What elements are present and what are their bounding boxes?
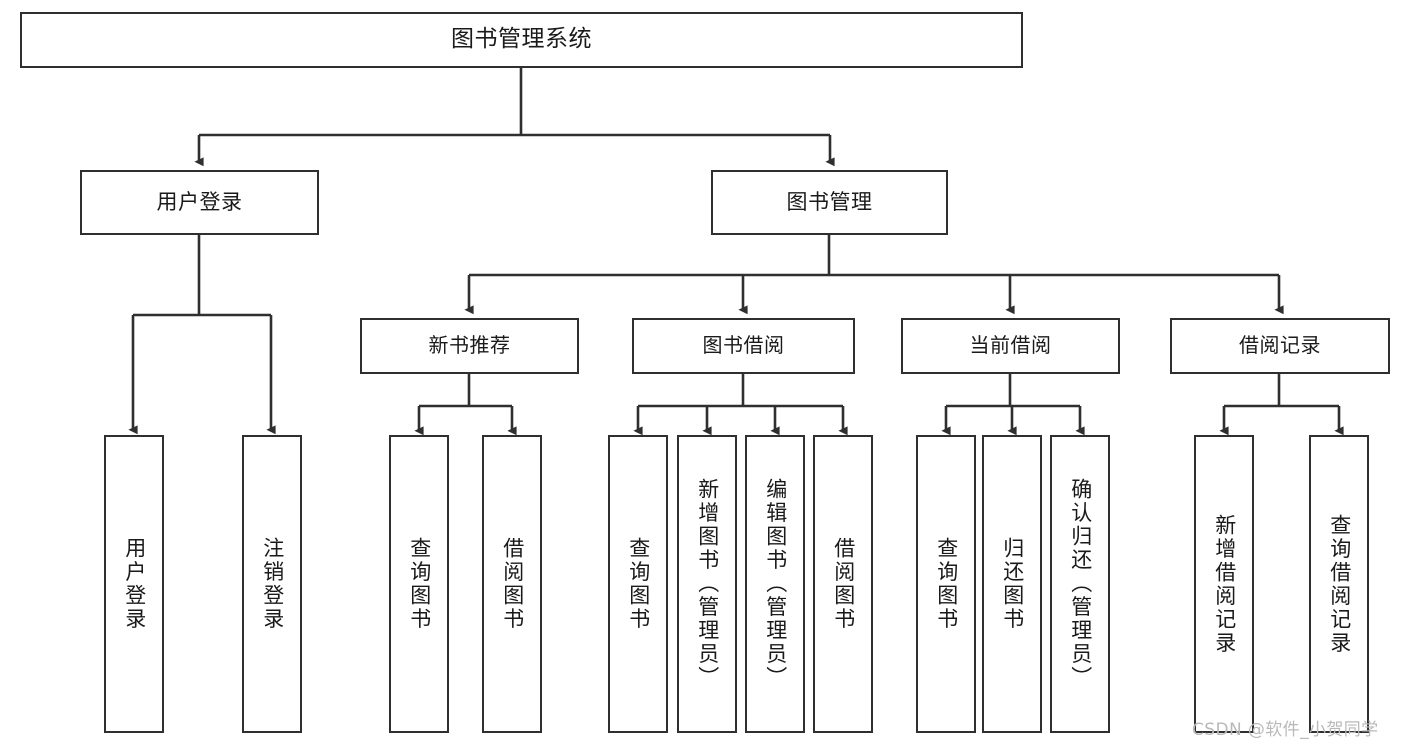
leaf-query-book-1[interactable]: 查询图书 bbox=[389, 435, 449, 733]
node-label: 注销登录 bbox=[260, 537, 285, 631]
node-book-manage[interactable]: 图书管理 bbox=[711, 170, 948, 235]
node-label: 图书管理系统 bbox=[451, 26, 592, 53]
node-label: 查询图书 bbox=[934, 537, 959, 631]
leaf-borrow-book-2[interactable]: 借阅图书 bbox=[813, 435, 873, 733]
node-label: 查询图书 bbox=[626, 537, 651, 631]
node-root-book-management-system[interactable]: 图书管理系统 bbox=[20, 12, 1023, 68]
node-label: 查询图书 bbox=[407, 537, 432, 631]
node-label: 图书借阅 bbox=[702, 333, 785, 358]
node-label: 借阅图书 bbox=[831, 537, 856, 631]
node-label: 用户登录 bbox=[122, 537, 147, 631]
node-label: 新增借阅记录 bbox=[1212, 513, 1237, 655]
node-label: 查询借阅记录 bbox=[1327, 513, 1352, 655]
leaf-query-book-2[interactable]: 查询图书 bbox=[608, 435, 668, 733]
leaf-user-login[interactable]: 用户登录 bbox=[104, 435, 164, 733]
node-borrow-record[interactable]: 借阅记录 bbox=[1170, 318, 1390, 374]
leaf-confirm-return[interactable]: 确认归还（管理员） bbox=[1050, 435, 1110, 733]
node-label: 借阅图书 bbox=[500, 537, 525, 631]
node-label: 归还图书 bbox=[1000, 537, 1025, 631]
node-user-login[interactable]: 用户登录 bbox=[80, 170, 319, 235]
leaf-edit-book[interactable]: 编辑图书（管理员） bbox=[745, 435, 805, 733]
node-label: 图书管理 bbox=[786, 190, 873, 215]
node-label: 新增图书（管理员） bbox=[695, 478, 720, 690]
node-label: 当前借阅 bbox=[969, 333, 1052, 358]
node-label: 新书推荐 bbox=[428, 333, 511, 358]
node-label: 确认归还（管理员） bbox=[1068, 478, 1093, 690]
node-new-book-recommend[interactable]: 新书推荐 bbox=[360, 318, 579, 374]
node-current-borrow[interactable]: 当前借阅 bbox=[901, 318, 1120, 374]
leaf-add-record[interactable]: 新增借阅记录 bbox=[1194, 435, 1254, 733]
leaf-query-book-3[interactable]: 查询图书 bbox=[916, 435, 976, 733]
node-label: 编辑图书（管理员） bbox=[763, 478, 788, 690]
node-label: 用户登录 bbox=[156, 190, 243, 215]
node-label: 借阅记录 bbox=[1239, 333, 1321, 358]
leaf-return-book[interactable]: 归还图书 bbox=[982, 435, 1042, 733]
leaf-query-record[interactable]: 查询借阅记录 bbox=[1309, 435, 1369, 733]
leaf-logout[interactable]: 注销登录 bbox=[242, 435, 302, 733]
leaf-add-book[interactable]: 新增图书（管理员） bbox=[677, 435, 737, 733]
csdn-watermark: CSDN @软件_小贺同学 bbox=[1192, 720, 1379, 740]
node-book-borrow[interactable]: 图书借阅 bbox=[632, 318, 855, 374]
leaf-borrow-book-1[interactable]: 借阅图书 bbox=[482, 435, 542, 733]
